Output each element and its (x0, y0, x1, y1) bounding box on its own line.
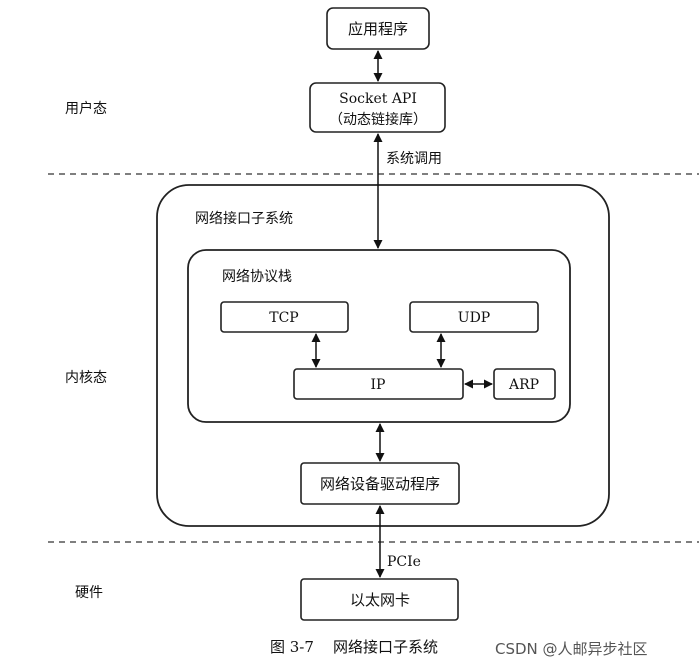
network-driver-label: 网络设备驱动程序 (320, 475, 440, 493)
zone-label-kernel: 内核态 (65, 370, 107, 386)
ip-label: IP (371, 377, 386, 393)
tcp-box (220, 301, 349, 333)
network-driver-box (300, 462, 460, 505)
application-label: 应用程序 (348, 20, 408, 38)
application-box (326, 7, 430, 50)
protocol-stack-container (187, 249, 571, 423)
protocol-stack-title: 网络协议栈 (222, 269, 292, 285)
socket-api-label: Socket API (339, 91, 417, 107)
socket-api-box (309, 82, 446, 133)
syscall-label: 系统调用 (386, 151, 442, 167)
zone-label-hardware: 硬件 (75, 585, 103, 601)
tcp-label: TCP (269, 310, 298, 326)
pcie-label: PCIe (387, 554, 421, 570)
socket-api-sublabel: （动态链接库） (329, 111, 427, 128)
arp-label: ARP (508, 377, 539, 393)
udp-box (409, 301, 539, 333)
arp-box (493, 368, 556, 400)
zone-label-user: 用户态 (65, 100, 107, 117)
ip-box (293, 368, 464, 400)
csdn-watermark: CSDN @人邮异步社区 (495, 640, 648, 658)
udp-label: UDP (458, 310, 490, 326)
ethernet-card-label: 以太网卡 (350, 591, 410, 609)
figure-caption: 图 3-7 网络接口子系统 (270, 638, 438, 656)
network-interface-subsystem-title: 网络接口子系统 (195, 210, 293, 227)
ethernet-card-box (300, 578, 459, 621)
